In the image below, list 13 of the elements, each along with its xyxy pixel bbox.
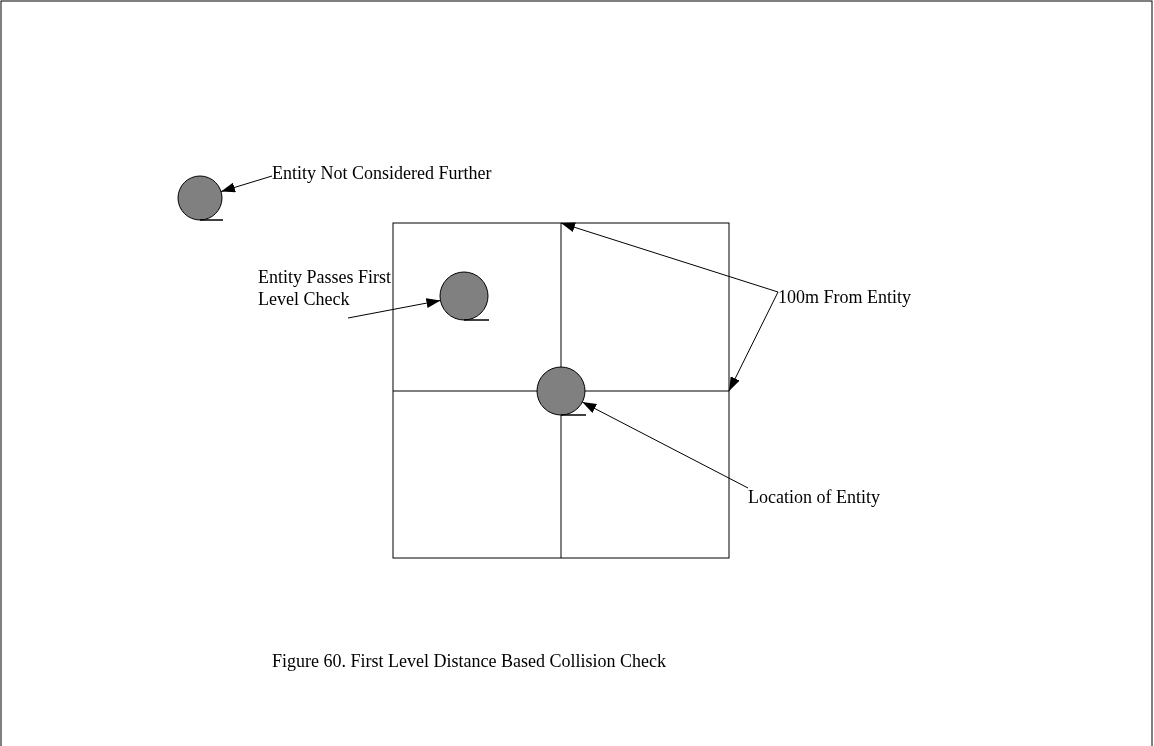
leader-line (728, 291, 779, 392)
entity-circle (536, 366, 588, 418)
leader-line (347, 298, 441, 319)
leader-line (220, 175, 273, 193)
entity-circle (177, 175, 225, 223)
leader-line (560, 222, 779, 293)
entity-circle (439, 271, 491, 323)
callout-text: Entity Not Considered Further (272, 162, 532, 184)
callout-text: 100m From Entity (778, 286, 978, 308)
leader-line (581, 401, 749, 489)
figure-caption: Figure 60. First Level Distance Based Collision Check (272, 650, 666, 672)
callout-text: Location of Entity (748, 486, 968, 508)
callout-text: Entity Passes First Level Check (258, 266, 404, 310)
